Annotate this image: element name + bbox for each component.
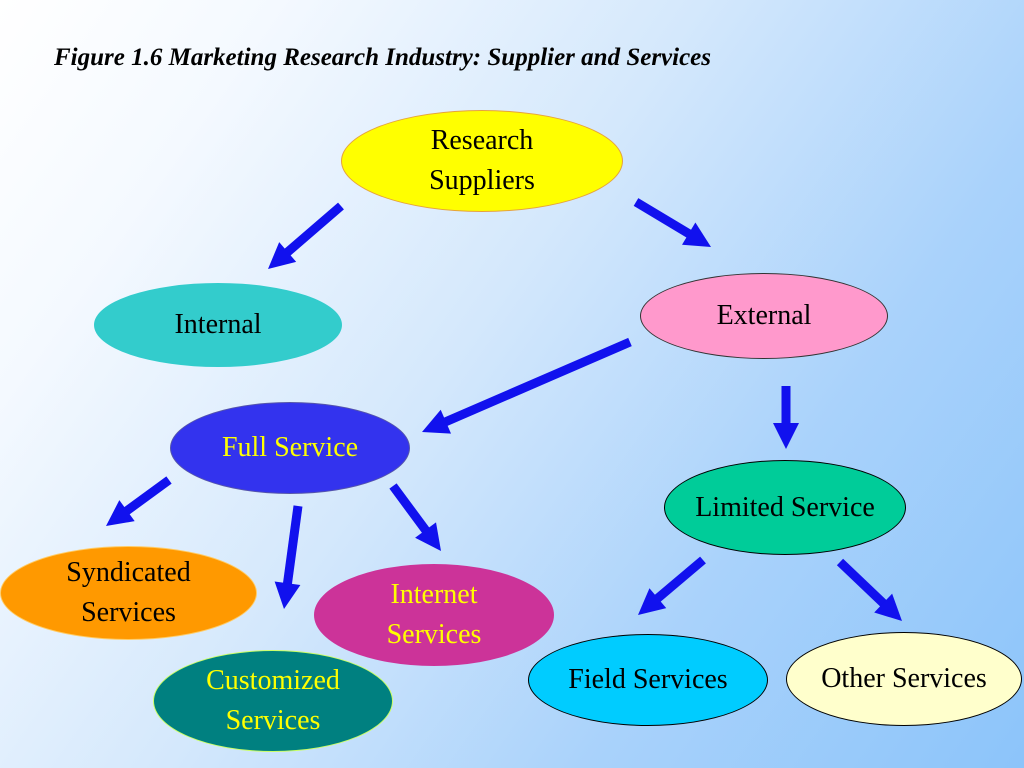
arrow-shaft-research_suppliers-to-internal <box>283 202 344 257</box>
node-internet-services: Internet Services <box>314 564 554 666</box>
node-full-service: Full Service <box>170 402 410 494</box>
node-internal: Internal <box>94 283 342 367</box>
node-other-services: Other Services <box>786 632 1022 726</box>
node-external: External <box>640 273 888 359</box>
arrow-head-external-to-full_service <box>422 409 452 434</box>
node-label-other-services: Other Services <box>821 663 987 694</box>
node-label-syndicated-services: Syndicated Services <box>66 557 191 628</box>
arrow-head-full_service-to-syndicated_services <box>106 500 135 526</box>
node-limited-service: Limited Service <box>664 460 906 555</box>
node-research-suppliers: Research Suppliers <box>341 110 623 212</box>
arrow-head-limited_service-to-field_services <box>638 588 667 615</box>
node-label-external: External <box>716 300 812 331</box>
arrow-shaft-full_service-to-internet_services <box>389 483 431 535</box>
arrow-head-external-to-limited_service <box>773 423 799 449</box>
arrow-shaft-full_service-to-customized_services <box>282 505 303 586</box>
node-label-internet-services: Internet Services <box>386 579 482 650</box>
arrow-shaft-full_service-to-syndicated_services <box>122 476 172 516</box>
arrow-head-full_service-to-customized_services <box>274 581 301 609</box>
node-field-services: Field Services <box>528 634 768 726</box>
arrow-head-limited_service-to-other_services <box>874 593 902 621</box>
arrow-shaft-external-to-full_service <box>442 337 632 427</box>
node-label-customized-services: Customized Services <box>206 665 340 736</box>
node-label-research-suppliers: Research Suppliers <box>429 125 535 196</box>
arrow-head-research_suppliers-to-external <box>682 222 711 247</box>
node-syndicated-services: Syndicated Services <box>0 546 257 640</box>
arrow-shaft-limited_service-to-other_services <box>836 558 888 608</box>
arrow-shaft-research_suppliers-to-external <box>633 198 693 239</box>
arrow-head-research_suppliers-to-internal <box>268 242 297 269</box>
node-label-limited-service: Limited Service <box>695 491 875 523</box>
figure-title: Figure 1.6 Marketing Research Industry: … <box>54 44 712 71</box>
node-label-internal: Internal <box>174 309 262 340</box>
arrow-shaft-limited_service-to-field_services <box>653 556 706 603</box>
arrow-head-full_service-to-internet_services <box>415 522 441 551</box>
node-customized-services: Customized Services <box>153 650 393 752</box>
node-label-full-service: Full Service <box>221 432 359 463</box>
node-label-field-services: Field Services <box>568 664 728 695</box>
